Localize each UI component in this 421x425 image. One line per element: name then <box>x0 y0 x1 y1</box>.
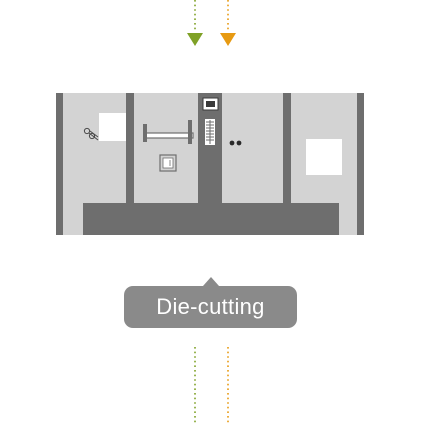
incoming-flow-lines <box>187 0 236 46</box>
machine-right-frame <box>357 93 364 235</box>
incoming-orange-arrow-icon <box>220 33 236 46</box>
indicator-light-2 <box>236 140 242 146</box>
indicator-light-1 <box>229 140 235 146</box>
machine-center-column <box>198 93 222 208</box>
scissors-icon <box>83 127 99 141</box>
incoming-green-arrow-icon <box>187 33 203 46</box>
machine-pillar-2 <box>126 93 134 203</box>
control-screen-inner <box>206 101 215 107</box>
die-cutting-machine-icon <box>56 93 364 235</box>
lever-stop-right <box>188 120 192 144</box>
keypad-icon <box>205 119 215 145</box>
machine-left-frame <box>56 93 63 235</box>
machine-pillar-3 <box>283 93 291 203</box>
lever-stop-left <box>143 124 147 142</box>
die-cutting-label: Die-cutting <box>124 277 297 328</box>
die-box-icon <box>159 154 177 172</box>
feed-lever <box>144 132 194 139</box>
right-panel <box>306 139 342 175</box>
outgoing-flow-lines <box>194 347 229 425</box>
machine-base <box>83 203 339 235</box>
left-panel <box>99 113 126 141</box>
